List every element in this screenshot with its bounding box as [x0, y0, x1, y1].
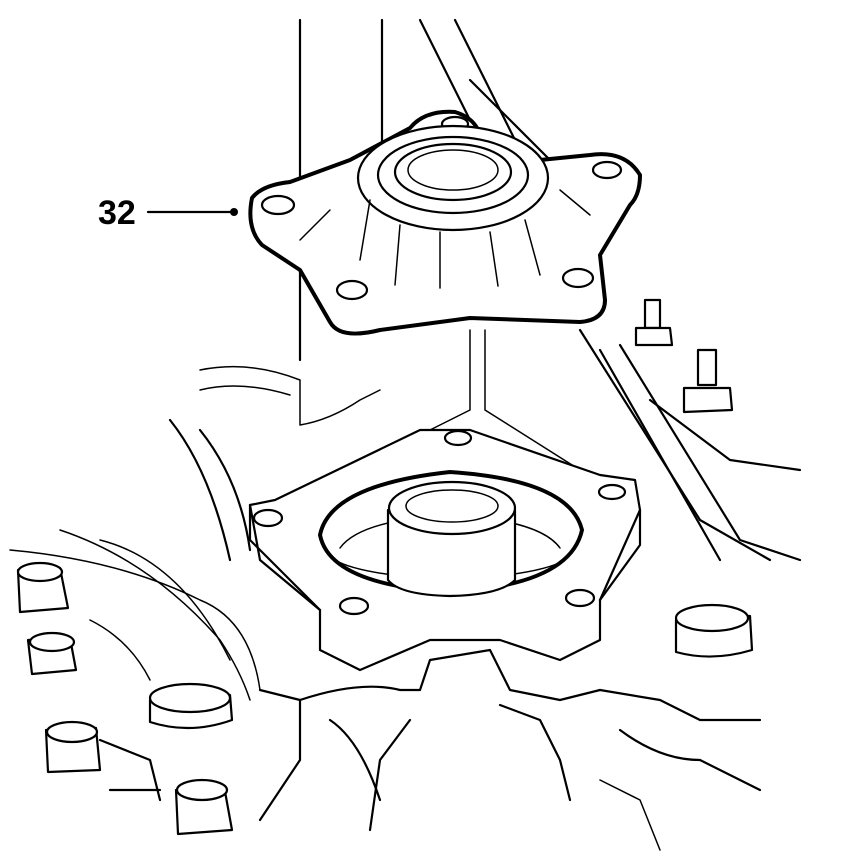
housing-outline: [9, 18, 802, 701]
callout-32-leader: [146, 208, 238, 216]
alignment-lines: [429, 329, 581, 471]
lower-housing: [98, 648, 762, 851]
stud-cluster-right: [634, 298, 754, 658]
bolt-cluster-left: [16, 561, 234, 836]
lower-flange-seat: [248, 428, 642, 672]
flange-component-32: [248, 109, 642, 336]
callout-label-32: 32: [98, 194, 136, 232]
